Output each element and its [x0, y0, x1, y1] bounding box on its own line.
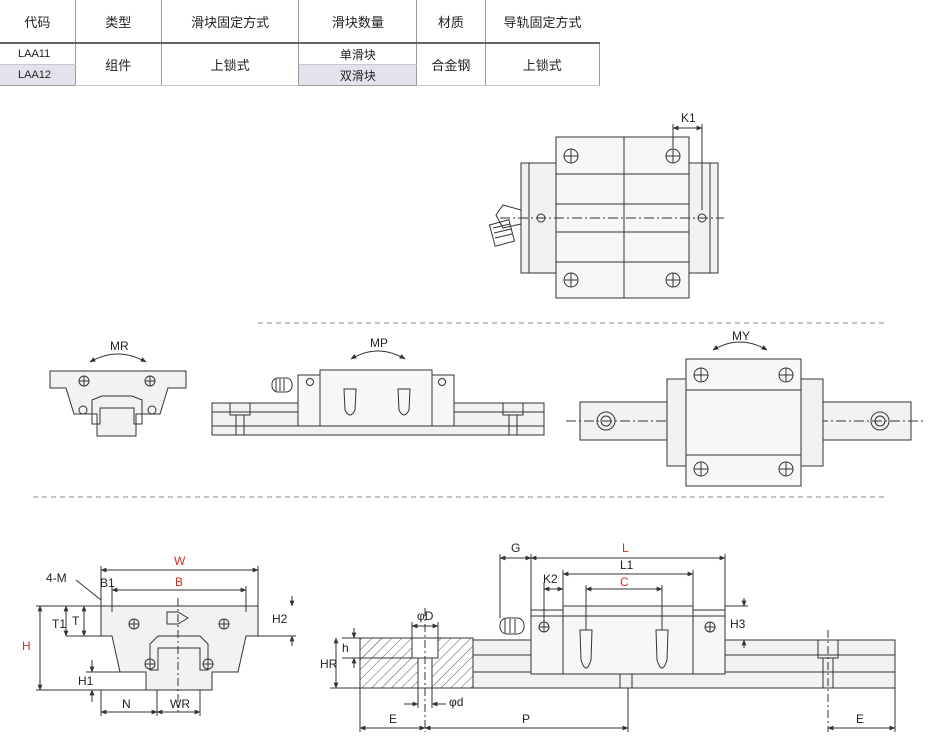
label-t: T — [72, 614, 80, 628]
label-h: H — [22, 639, 31, 653]
cell-code: LAA11 — [0, 43, 76, 65]
my-top-view — [566, 341, 925, 487]
label-c: C — [620, 575, 629, 589]
col-header-type: 类型 — [75, 0, 162, 44]
label-wr: WR — [170, 697, 190, 711]
cell-rail-fix: 上锁式 — [485, 43, 601, 86]
label-hr: HR — [320, 657, 338, 671]
dim-side-view — [330, 554, 896, 732]
label-w: W — [174, 554, 186, 568]
cell-qty: 单滑块 — [298, 43, 418, 65]
label-e-left: E — [389, 712, 397, 726]
label-p: P — [522, 712, 530, 726]
mr-end-view — [49, 353, 187, 437]
cell-qty: 双滑块 — [298, 64, 418, 86]
label-h1: H1 — [78, 674, 94, 688]
top-view — [488, 124, 724, 299]
table-header-row: 代码 类型 滑块固定方式 滑块数量 材质 导轨固定方式 — [0, 0, 600, 44]
mp-side-view — [211, 350, 545, 436]
label-k2: K2 — [543, 572, 558, 586]
cell-code: LAA12 — [0, 64, 76, 86]
table-row: LAA12 双滑块 — [0, 64, 600, 86]
label-l1: L1 — [620, 558, 634, 572]
label-phi-small-d: φd — [449, 695, 463, 709]
label-t1: T1 — [52, 617, 66, 631]
label-mp: MP — [370, 336, 388, 350]
spec-table: 代码 类型 滑块固定方式 滑块数量 材质 导轨固定方式 LAA11 组件 上锁式… — [0, 0, 601, 86]
col-header-code: 代码 — [0, 0, 76, 44]
col-header-material: 材质 — [416, 0, 486, 44]
col-header-rail-fix: 导轨固定方式 — [485, 0, 600, 44]
col-header-block-fix: 滑块固定方式 — [161, 0, 300, 44]
label-mr: MR — [110, 339, 129, 353]
label-l: L — [622, 541, 629, 555]
label-h-small: h — [342, 641, 349, 655]
label-b1: B1 — [100, 576, 115, 590]
label-b: B — [175, 575, 183, 589]
label-k1: K1 — [681, 111, 696, 125]
label-h3: H3 — [730, 617, 746, 631]
dim-end-view — [36, 566, 296, 716]
label-n: N — [122, 697, 131, 711]
col-header-qty: 滑块数量 — [298, 0, 418, 44]
label-g: G — [511, 541, 520, 555]
cell-material: 合金钢 — [416, 43, 486, 86]
label-phi-big-d: φD — [417, 609, 434, 623]
cell-block-fix: 上锁式 — [161, 43, 300, 86]
label-e-right: E — [856, 712, 864, 726]
label-my: MY — [732, 329, 750, 343]
label-h2: H2 — [272, 612, 288, 626]
table-row: LAA11 组件 上锁式 单滑块 合金钢 上锁式 — [0, 43, 601, 86]
cell-type: 组件 — [75, 43, 162, 86]
label-4m: 4-M — [46, 571, 67, 585]
